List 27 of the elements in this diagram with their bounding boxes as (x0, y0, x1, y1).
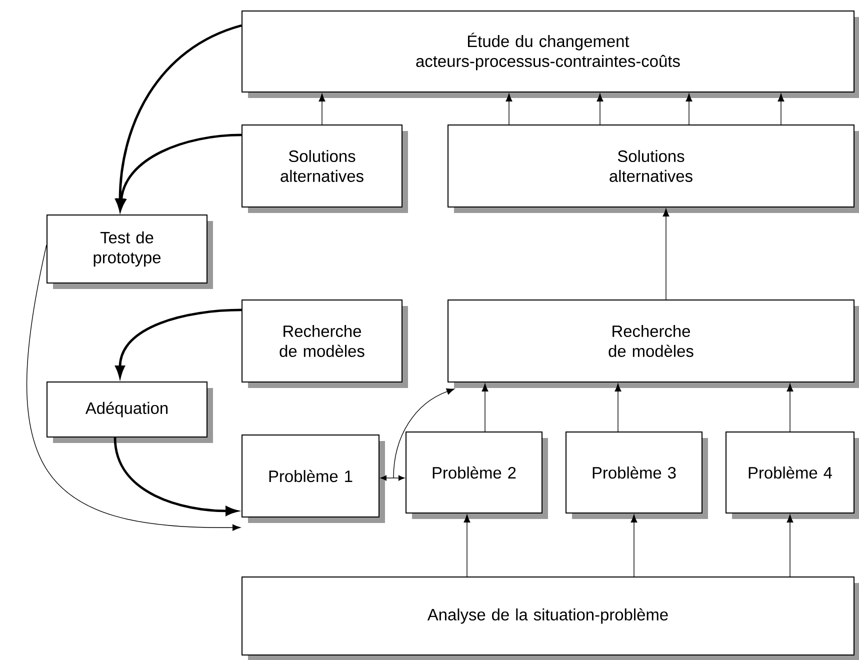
arrow (630, 514, 638, 577)
arrow (318, 94, 326, 125)
process-box: Solutions alternatives (242, 124, 408, 213)
arrow (786, 384, 794, 432)
arrow (662, 208, 670, 300)
process-box: Adéquation (46, 381, 213, 443)
arrow (393, 388, 455, 478)
arrow (464, 514, 470, 577)
arrow (614, 384, 622, 432)
process-box: Problème 4 (726, 431, 859, 519)
process-box: Recherche de modèles (448, 299, 859, 388)
arrow (506, 94, 512, 125)
arrow (786, 514, 794, 577)
arrow (686, 94, 692, 125)
arrow (482, 384, 488, 432)
process-box: Test de prototype (46, 214, 213, 289)
process-box: Problème 3 (566, 431, 708, 519)
arrow (778, 94, 784, 125)
arrow (596, 94, 604, 125)
arrow (380, 475, 405, 481)
process-box: Étude du changement acteurs-processus-contraintes-coûts (242, 10, 859, 98)
process-box: Problème 2 (406, 431, 548, 519)
process-box: Solutions alternatives (448, 124, 859, 213)
process-box: Analyse de la situation-problème (242, 576, 859, 660)
process-box: Recherche de modèles (242, 299, 408, 388)
arrow (26, 244, 240, 531)
process-box: Problème 1 (242, 434, 385, 523)
